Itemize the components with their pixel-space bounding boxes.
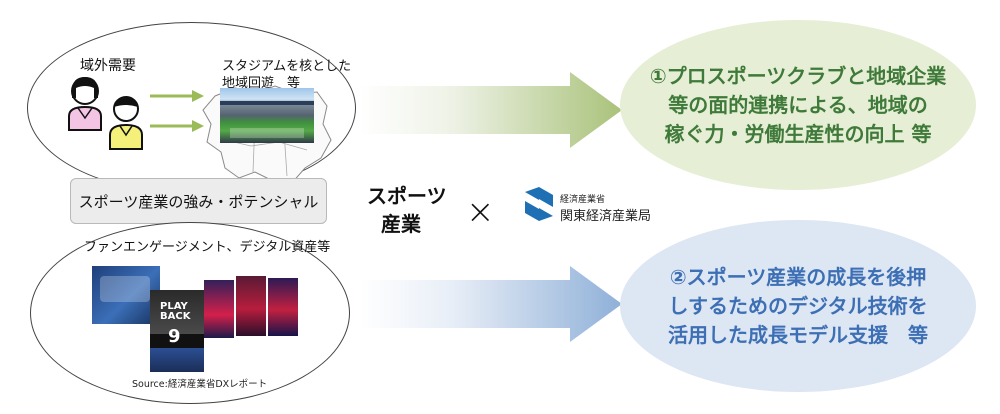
result-1-line-2: 等の面的連携による、地域の [668,92,928,117]
stadium-label-line1: スタジアムを核とした [222,59,352,74]
sports-industry-line1: スポーツ [367,184,447,208]
result-ellipse-regional: ①プロスポーツクラブと地域企業 等の面的連携による、地域の 稼ぐ力・労働生産性の… [620,20,976,190]
playback-number: 9 [168,326,181,347]
result-1-line-1: ①プロスポーツクラブと地域企業 [649,63,947,88]
app-screenshot-moments [92,266,160,324]
app-screenshot-player3 [268,278,298,336]
playback-line-2: BACK [160,311,191,322]
source-credit: Source:経済産業省DXレポート [132,379,268,390]
green-arrow-icon-lower [150,120,204,132]
sports-potential-box: スポーツ産業の強み・ポテンシャル [70,178,327,224]
sports-industry-line2: 産業 [381,212,421,236]
times-symbol: × [466,192,495,232]
logo-ministry-name: 経済産業省 [560,195,606,205]
digital-assets-label: ファンエンゲージメント、デジタル資産等 [84,240,331,255]
green-arrow-icon-upper [150,90,204,102]
big-arrow-green [360,72,622,148]
person-male-icon [109,96,143,150]
sports-potential-label: スポーツ産業の強み・ポテンシャル [78,192,319,211]
stadium-photo [220,88,314,143]
playback-line-1: PLAY [160,301,188,312]
app-screenshot-playback: PLAY BACK 9 [150,290,204,372]
stadium-label-line2: 地域回遊 等 [222,76,301,91]
demand-label: 域外需要 [80,58,136,74]
result-2-line-2: しするためのデジタル技術を [668,293,928,318]
result-2-line-3: 活用した成長モデル支援 等 [668,322,928,347]
big-arrow-blue [360,266,622,342]
logo-bureau-name: 関東経済産業局 [560,209,652,224]
result-ellipse-digital: ②スポーツ産業の成長を後押 しするためのデジタル技術を 活用した成長モデル支援 … [620,220,976,392]
result-1-line-3: 稼ぐ力・労働生産性の向上 等 [664,121,932,146]
app-screenshot-player1 [204,280,234,338]
result-2-line-1: ②スポーツ産業の成長を後押 [669,264,927,289]
person-female-icon [68,77,102,131]
meti-kanto-logo-icon [525,187,553,221]
app-screenshot-player2 [236,276,266,336]
